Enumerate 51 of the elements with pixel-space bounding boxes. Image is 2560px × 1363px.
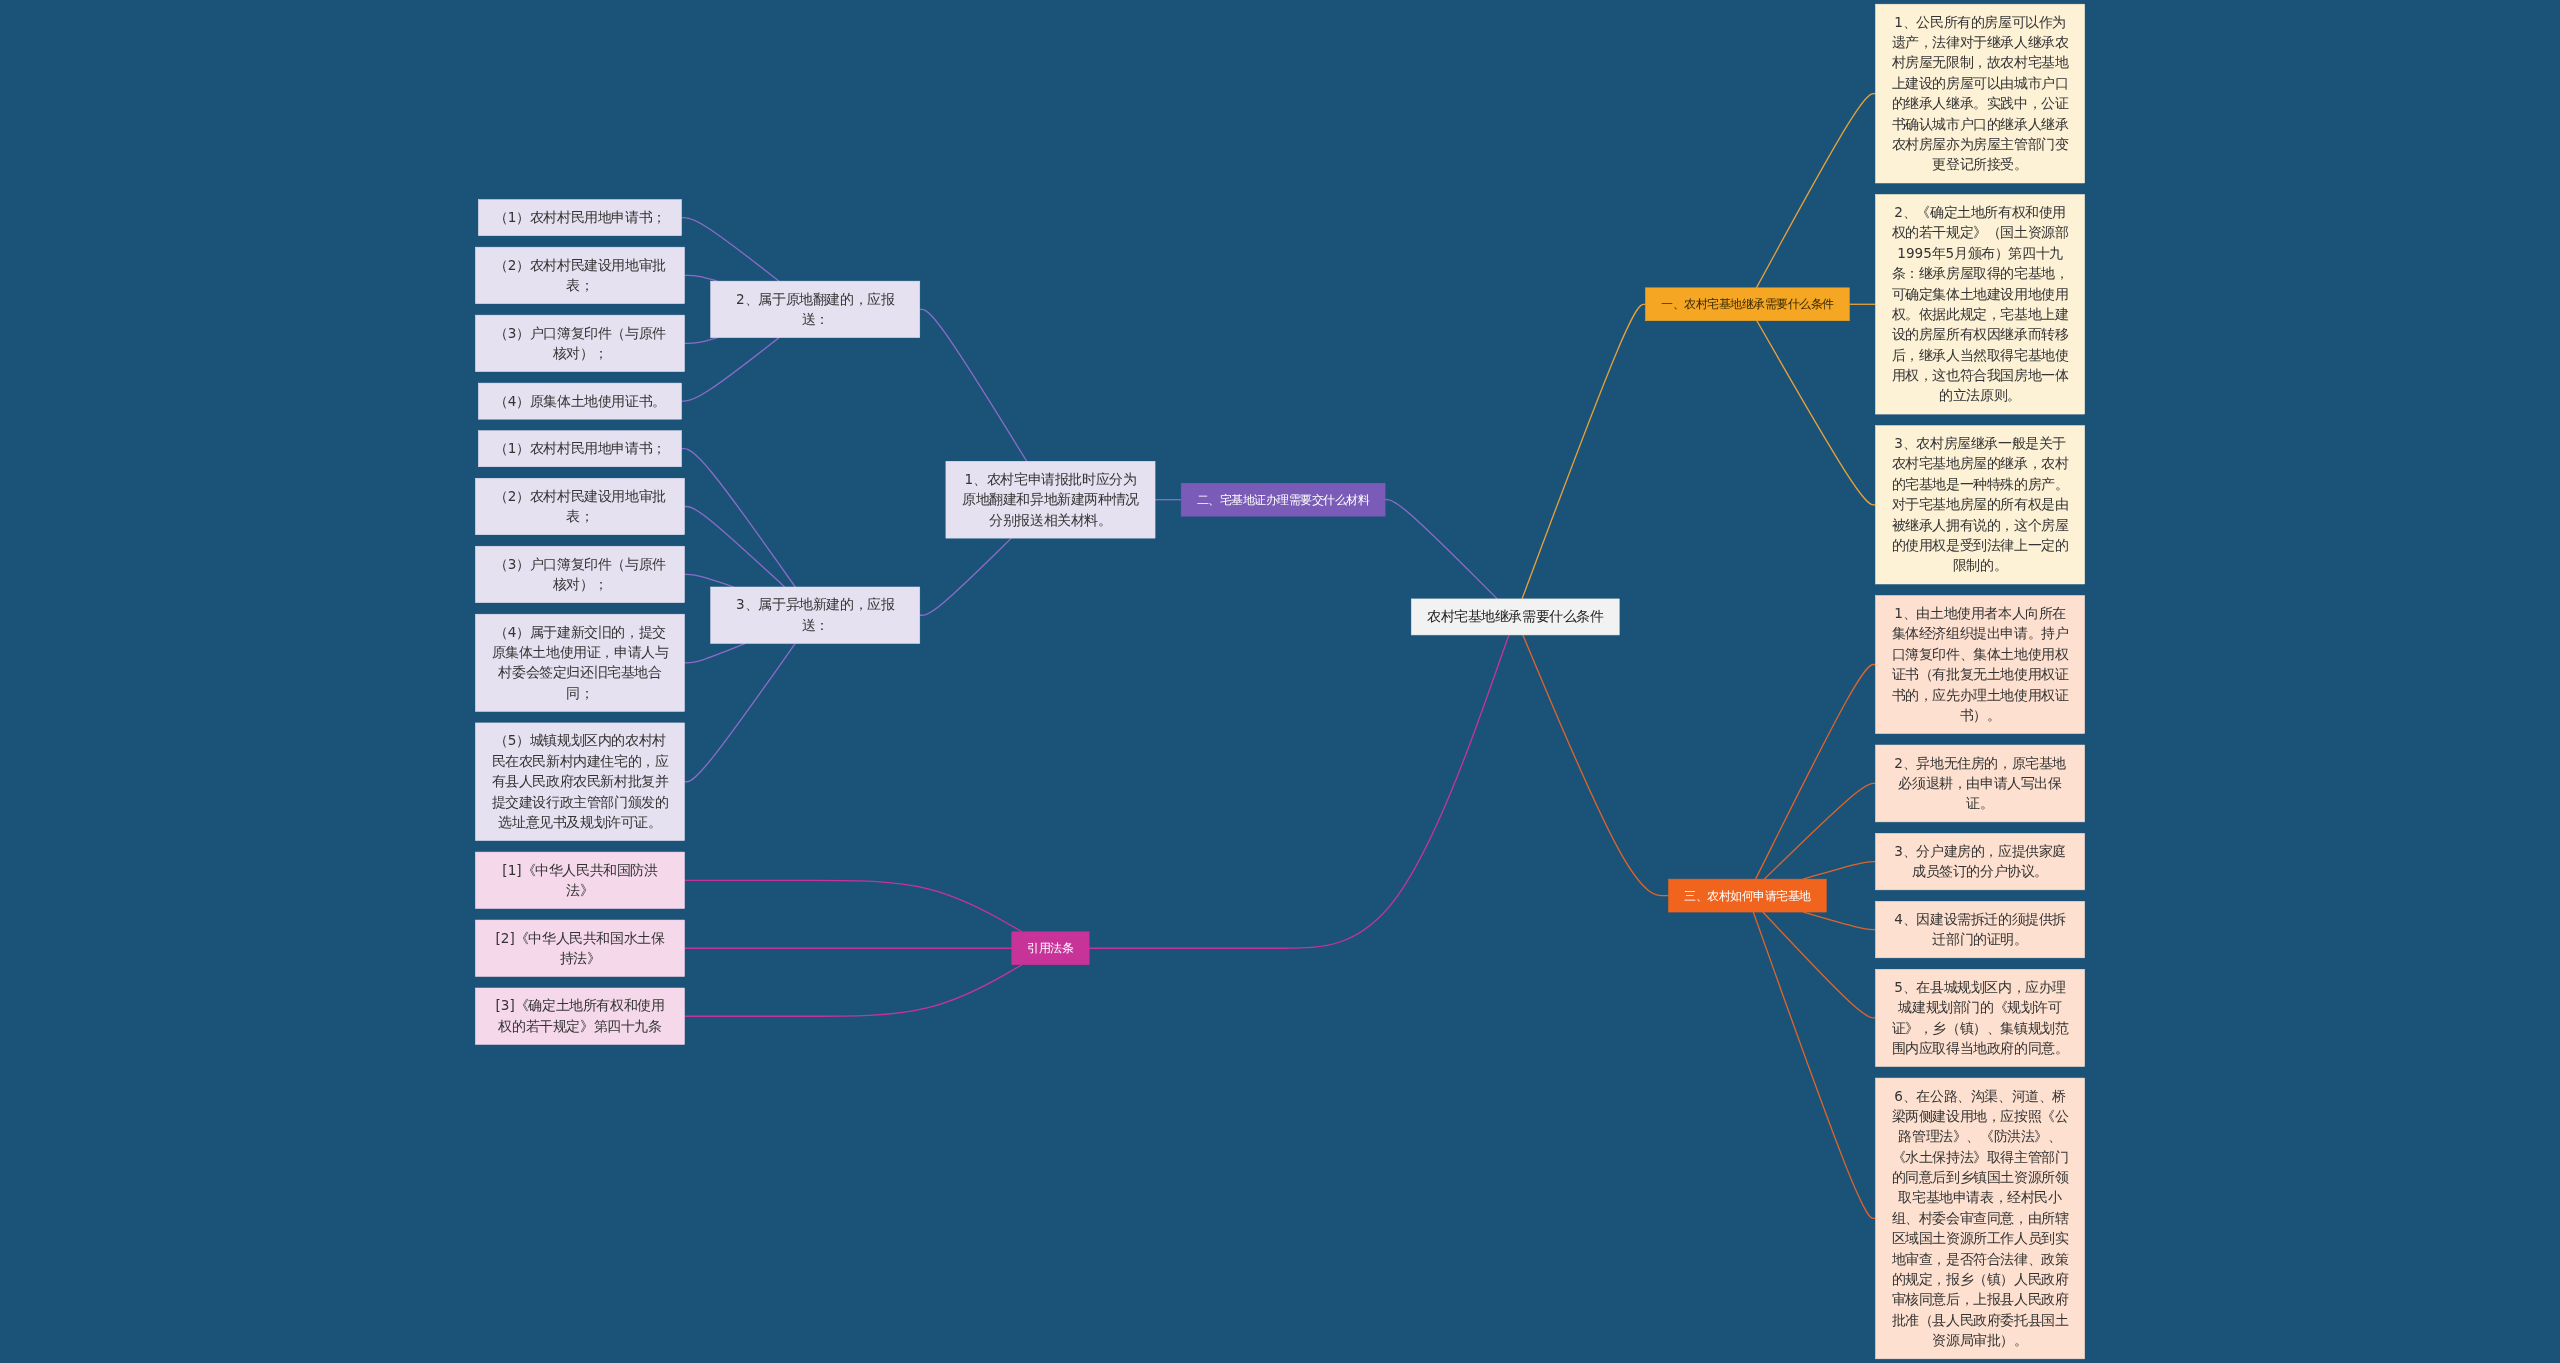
node-box: 三、农村如何申请宅基地 <box>1668 878 1827 913</box>
node-box: 农村宅基地继承需要什么条件 <box>1410 598 1620 636</box>
connector <box>919 537 1012 616</box>
connector <box>1384 499 1498 600</box>
node-box: （1）农村村民用地申请书； <box>478 199 682 236</box>
connector <box>1154 499 1182 501</box>
connector <box>680 216 780 282</box>
node-box: [1]《中华人民共和国防洪法》 <box>475 851 685 909</box>
connector <box>1848 303 1877 305</box>
node-box: 1、公民所有的房屋可以作为遗产，法律对于继承人继承农村房屋无限制，故农村宅基地上建设的房屋可以由城市户口的继承人继承。实践中，公证书确认城市户口的继承人继承农村房屋亦为房屋主管部门变更登记所接受。 <box>1875 3 2085 184</box>
connector <box>1521 303 1647 600</box>
connector <box>1522 634 1670 897</box>
node-box: 二、宅基地证办理需要交什么材料 <box>1180 482 1386 517</box>
node-box: 引用法条 <box>1011 931 1090 965</box>
node-box: （2）农村村民建设用地审批表； <box>475 246 685 304</box>
node-box: （3）户口簿复印件（与原件核对）； <box>475 314 685 372</box>
connector <box>1763 782 1877 880</box>
connector <box>1088 634 1510 949</box>
connector <box>680 336 780 402</box>
connector <box>1752 911 1877 1220</box>
node-box: 6、在公路、沟渠、河道、桥梁两侧建设用地，应按照《公路管理法》、《防洪法》、《水土保持法》取得主管部门的同意后到乡镇国土资源所领取宅基地申请表，经村民小组、村委会审查同意，由所辖区域国土资源所工作人员到实地审查，是否符合法律、政策的规定，报乡（镇）人民政府审核同意后，上报县人民政府批准（县人民政府委托县国土资源局审批）。 <box>1875 1077 2085 1360</box>
node-box: 3、分户建房的，应提供家庭成员签订的分户协议。 <box>1875 833 2085 891</box>
node-box: （4）原集体土地使用证书。 <box>478 382 682 420</box>
node-box: （3）户口簿复印件（与原件核对）； <box>475 545 685 603</box>
node-box: （2）农村村民建设用地审批表； <box>475 478 685 535</box>
connector <box>1756 320 1877 506</box>
connector <box>919 308 1028 462</box>
connector <box>683 964 1023 1017</box>
node-box: [2]《中华人民共和国水土保持法》 <box>475 919 685 977</box>
node-box: 1、农村宅申请报批时应分为原地翻建和异地新建两种情况分别报送相关材料。 <box>945 461 1156 539</box>
node-box: 5、在县城规划区内，应办理城建规划部门的《规划许可证》，乡（镇）、集镇规划范围内应取得当地政府的同意。 <box>1875 969 2085 1067</box>
node-box: [3]《确定土地所有权和使用权的若干规定》第四十九条 <box>475 987 685 1045</box>
connector <box>683 879 1023 933</box>
node-box: （1）农村村民用地申请书； <box>478 430 682 467</box>
connector <box>680 448 796 588</box>
connector <box>683 505 786 588</box>
node-box: （4）属于建新交旧的，提交原集体土地使用证，申请人与村委会签定归还旧宅基地合同； <box>475 613 685 712</box>
node-box: 一、农村宅基地继承需要什么条件 <box>1645 287 1850 321</box>
connector <box>683 947 1013 949</box>
node-box: 4、因建设需拆迁的须提供拆迁部门的证明。 <box>1875 901 2085 959</box>
node-box: 2、异地无住房的，原宅基地必须退耕，由申请人写出保证。 <box>1875 744 2085 823</box>
connector <box>1762 911 1877 1019</box>
node-box: 3、农村房屋继承一般是关于农村宅基地房屋的继承，农村的宅基地是一种特殊的房产。对于宅基地房屋的所有权是由被继承人拥有说的，这个房屋的使用权是受到法律上一定的限制的。 <box>1875 425 2085 585</box>
connector <box>1754 663 1877 880</box>
node-box: （5）城镇规划区内的农村村民在农民新村内建住宅的，应有县人民政府农民新村批复并提交建设行政主管部门颁发的选址意见书及规划许可证。 <box>475 722 685 841</box>
node-box: 3、属于异地新建的，应报送： <box>710 586 921 644</box>
node-box: 2、《确定土地所有权和使用权的若干规定》（国土资源部1995年5月颁布）第四十九条：继承房屋取得的宅基地，可确定集体土地建设用地使用权。依据此规定，宅基地上建设的房屋所有权因继承而转移后，继承人当然取得宅基地使用权，这也符合我国房地一体的立法原则。 <box>1875 194 2085 415</box>
node-box: 1、由土地使用者本人向所在集体经济组织提出申请。持户口簿复印件、集体土地使用权证书（有批复无土地使用权证书的，应先办理土地使用权证书）。 <box>1875 595 2085 734</box>
connector <box>1755 92 1877 289</box>
connector <box>683 642 796 783</box>
node-box: 2、属于原地翻建的，应报送： <box>710 280 921 338</box>
